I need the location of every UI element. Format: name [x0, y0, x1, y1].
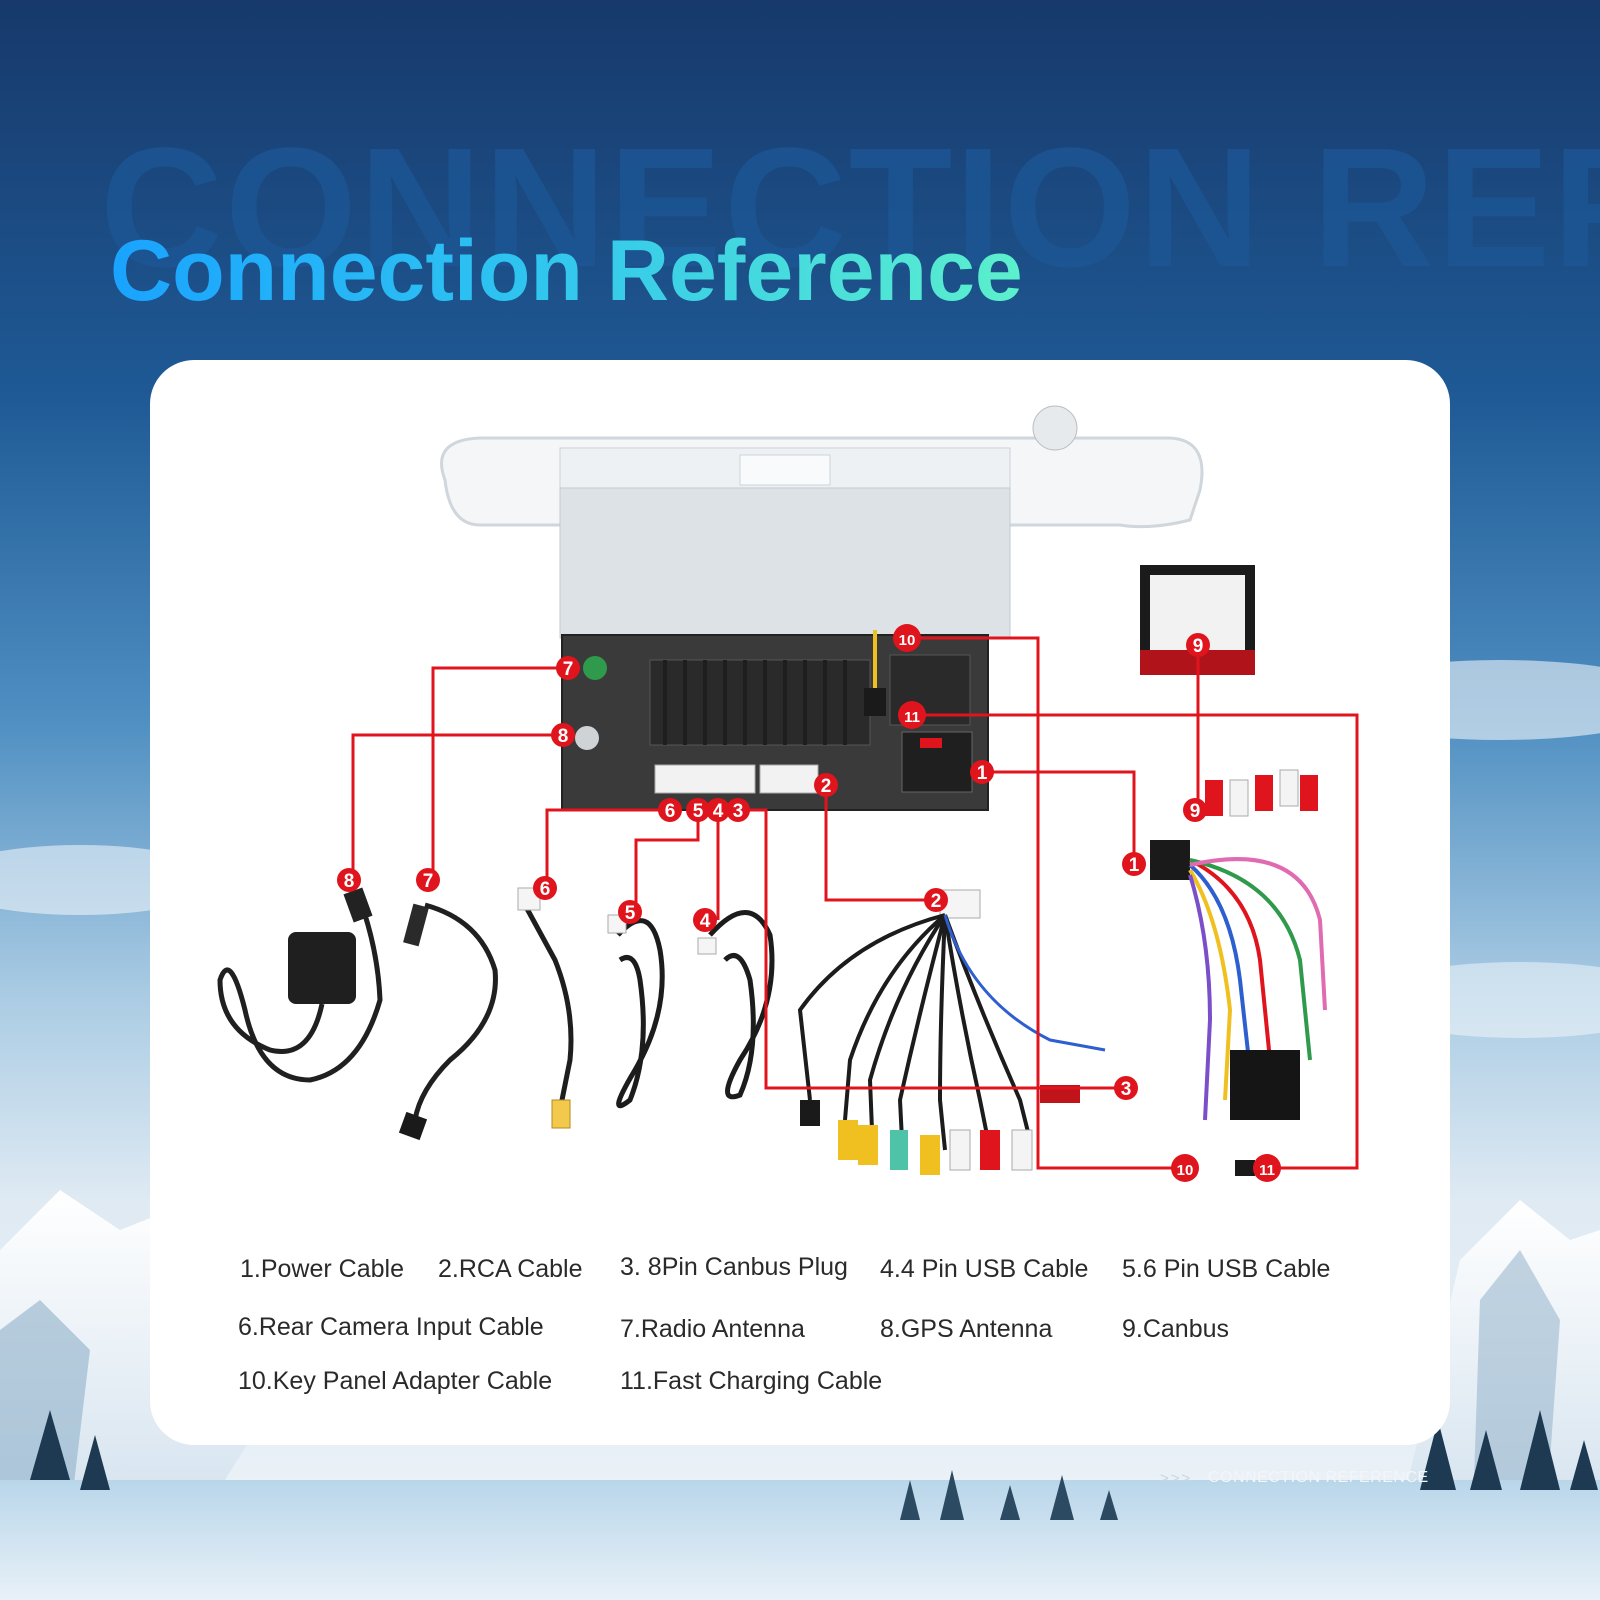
- svg-text:3: 3: [1121, 1079, 1132, 1100]
- gps-antenna-icon: [217, 887, 383, 1083]
- legend-canbus: 9.Canbus: [1122, 1315, 1230, 1343]
- svg-text:1: 1: [1129, 855, 1140, 876]
- legend-fast-charging: 11.Fast Charging Cable: [620, 1367, 883, 1395]
- marker-3: 3: [1114, 1076, 1138, 1100]
- legend-gps-antenna: 8.GPS Antenna: [880, 1315, 1053, 1343]
- rca-camera-cable-icon: [517, 887, 574, 1129]
- svg-text:10: 10: [1177, 1162, 1194, 1179]
- legend-rear-camera: 6.Rear Camera Input Cable: [238, 1313, 544, 1341]
- marker-6: 6: [658, 798, 682, 822]
- svg-text:1: 1: [977, 763, 988, 784]
- power-harness-icon: [1150, 769, 1327, 1176]
- svg-text:2: 2: [821, 776, 832, 797]
- marker-2: 2: [814, 773, 838, 797]
- marker-10: 10: [1171, 1154, 1199, 1182]
- svg-text:8: 8: [558, 726, 569, 747]
- chevron-right-icon: >>>: [1160, 1470, 1193, 1487]
- legend-6pin-usb: 5.6 Pin USB Cable: [1122, 1255, 1331, 1283]
- legend-radio-antenna: 7.Radio Antenna: [620, 1315, 805, 1343]
- rca-harness-icon: [797, 889, 1106, 1175]
- marker-1: 1: [970, 760, 994, 784]
- connection-lines: [351, 636, 1359, 1170]
- svg-text:8: 8: [344, 871, 355, 892]
- svg-text:6: 6: [540, 879, 551, 900]
- legend-4pin-usb: 4.4 Pin USB Cable: [880, 1255, 1089, 1283]
- svg-text:7: 7: [423, 871, 434, 892]
- marker-2: 2: [924, 888, 948, 912]
- svg-text:5: 5: [625, 903, 636, 924]
- radio-antenna-icon: [398, 902, 498, 1141]
- head-unit: [440, 405, 1204, 811]
- marker-4: 4: [693, 908, 717, 932]
- marker-8: 8: [337, 868, 361, 892]
- svg-text:9: 9: [1190, 801, 1201, 822]
- marker-6: 6: [533, 876, 557, 900]
- svg-text:4: 4: [700, 911, 711, 932]
- marker-9: 9: [1186, 633, 1210, 657]
- usb-cable-icon: [697, 910, 775, 1100]
- legend-key-panel: 10.Key Panel Adapter Cable: [238, 1367, 553, 1395]
- watermark-heading: CONNECTION REFE: [100, 113, 1600, 303]
- svg-text:7: 7: [563, 659, 574, 680]
- marker-3: 3: [726, 798, 750, 822]
- svg-text:6: 6: [665, 801, 676, 822]
- marker-8: 8: [551, 723, 575, 747]
- marker-7: 7: [556, 656, 580, 680]
- connection-diagram: 1 1 2 2 3 3 4 4 5 5 6 6 7 7 8 8 9 9 10 1…: [217, 405, 1359, 1182]
- svg-text:10: 10: [899, 632, 916, 649]
- usb-cable-icon: [607, 914, 665, 1109]
- marker-5: 5: [686, 798, 710, 822]
- svg-text:3: 3: [733, 801, 744, 822]
- marker-5: 5: [618, 900, 642, 924]
- svg-text:4: 4: [713, 801, 724, 822]
- svg-text:11: 11: [904, 709, 920, 726]
- svg-text:11: 11: [1259, 1162, 1275, 1179]
- legend-canbus-plug: 3. 8Pin Canbus Plug: [620, 1253, 848, 1281]
- marker-11: 11: [1253, 1154, 1281, 1182]
- svg-text:9: 9: [1193, 636, 1204, 657]
- svg-text:5: 5: [693, 801, 704, 822]
- marker-7: 7: [416, 868, 440, 892]
- marker-4: 4: [706, 798, 730, 822]
- marker-9: 9: [1183, 798, 1207, 822]
- svg-text:2: 2: [931, 891, 942, 912]
- page-title: Connection Reference: [110, 223, 1023, 319]
- marker-1: 1: [1122, 852, 1146, 876]
- legend-rca-cable: 2.RCA Cable: [438, 1255, 583, 1283]
- diagram-card: 1 1 2 2 3 3 4 4 5 5 6 6 7 7 8 8 9 9 10 1…: [150, 360, 1450, 1445]
- footer-caption: CONNECTION REFERENCE: [1208, 1469, 1429, 1486]
- legend-power-cable: 1.Power Cable: [240, 1255, 404, 1283]
- marker-11: 11: [898, 701, 926, 729]
- marker-10: 10: [893, 624, 921, 652]
